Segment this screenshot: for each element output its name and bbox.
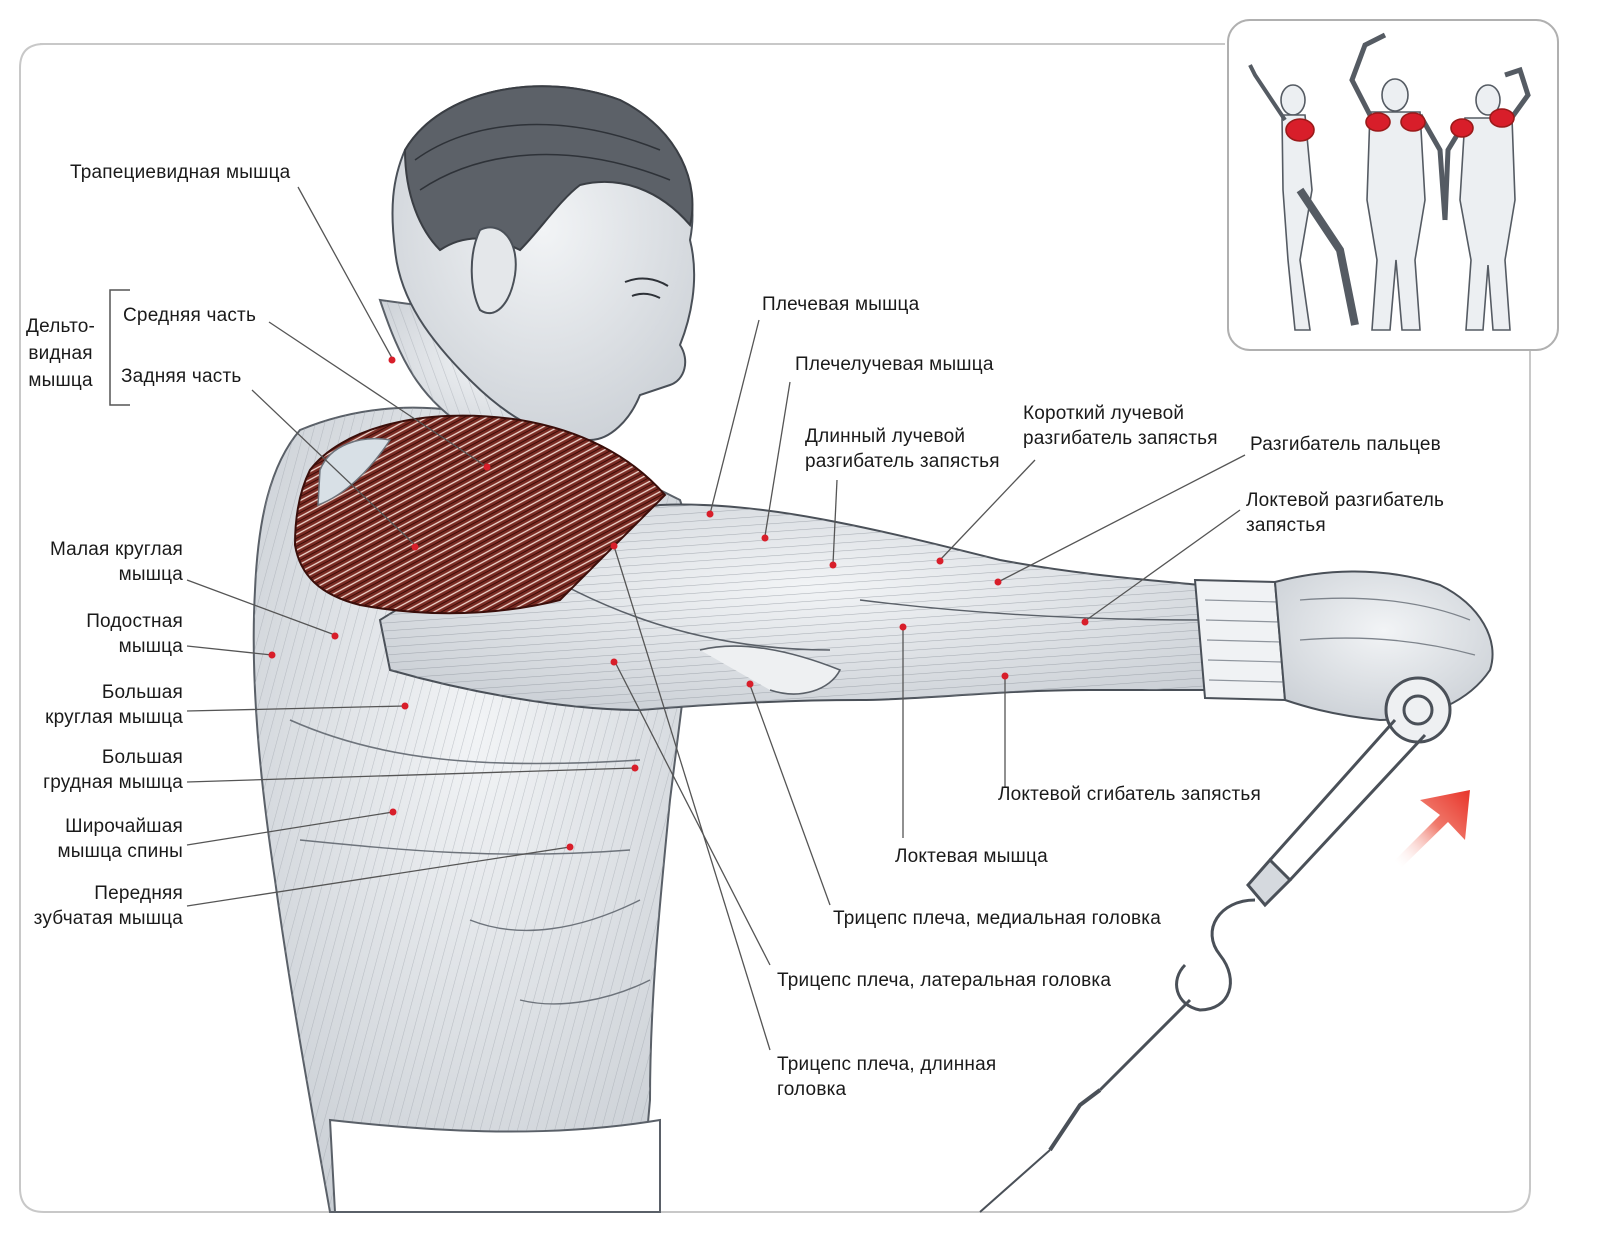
label-pectoralis-major: Большая грудная мышца [43,747,183,793]
label-teres-minor: Малая круглая мышца [49,539,183,585]
direction-arrow [1395,790,1470,867]
label-teres-major: Большая круглая мышца [45,682,183,728]
label-ecrl: Длинный лучевой разгибатель запястья [805,426,1000,472]
label-anconeus: Локтевая мышца [895,846,1048,867]
deltoid-group-title: Дельто- видная мышца [26,316,96,391]
label-serratus: Передняя зубчатая мышца [33,883,183,929]
label-infraspinatus: Подостная мышца [86,611,183,657]
label-trapezius: Трапециевидная мышца [70,162,291,183]
label-fcu: Локтевой сгибатель запястья [998,784,1261,805]
head-figure [378,85,696,452]
leader-lines [186,186,1246,1051]
label-ecu: Локтевой разгибатель запястья [1246,490,1445,536]
inset-figure-back [1442,66,1531,331]
panel-frame [19,43,1531,1213]
label-ecrb: Короткий лучевой разгибатель запястья [1023,403,1218,449]
inset-figure-front [1349,32,1448,331]
inset-panel [1227,19,1559,351]
label-triceps-long: Трицепс плеча, длинная головка [777,1054,997,1100]
label-brachialis: Плечевая мышца [762,294,920,315]
deltoid-highlight [293,414,667,615]
marker-dots [268,356,1089,851]
inset-figure-side [1248,64,1359,331]
cable-handle [979,676,1452,1213]
label-brachioradialis: Плечелучевая мышца [795,354,994,375]
deltoid-bracket [109,289,130,406]
label-ext-digitorum: Разгибатель пальцев [1250,434,1441,455]
label-deltoid-middle: Средняя часть [123,305,257,326]
label-triceps-medial: Трицепс плеча, медиальная головка [833,908,1161,929]
label-triceps-lateral: Трицепс плеча, латеральная головка [777,970,1112,991]
label-deltoid-rear: Задняя часть [121,366,242,387]
label-latissimus: Широчайшая мышца спины [57,816,183,862]
